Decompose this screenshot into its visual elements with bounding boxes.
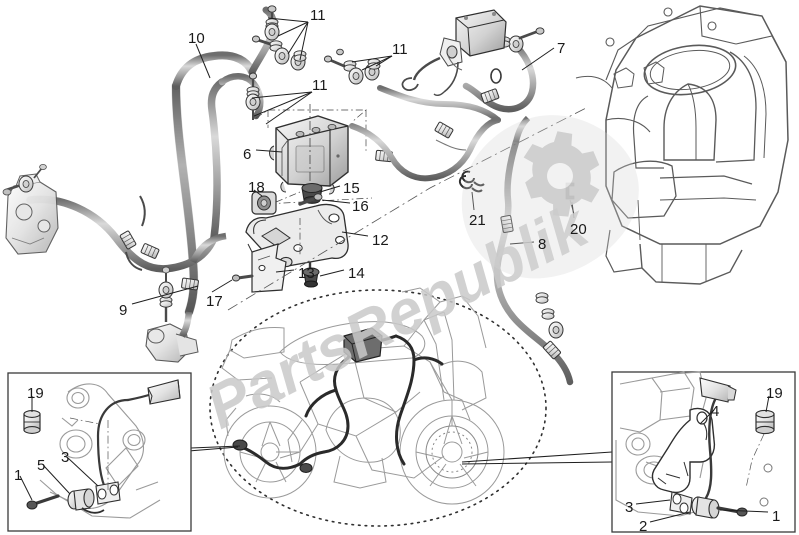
callout-11-b: 11	[392, 41, 408, 58]
part-16-screw	[298, 193, 323, 206]
sensor-connector-right	[699, 377, 731, 403]
part-11-banjo-set-right	[323, 48, 381, 85]
callout-11-a: 11	[310, 7, 326, 24]
callout-21: 21	[469, 212, 486, 229]
callout-4-right: 4	[711, 403, 720, 420]
callout-7: 7	[557, 40, 566, 57]
part-3-sensor-spacer-left	[95, 481, 121, 505]
airbox-tank-cover	[575, 5, 789, 285]
callout-18: 18	[248, 179, 265, 196]
callout-2-right: 2	[639, 518, 648, 535]
part-21-hose-clip	[458, 170, 485, 193]
callout-10: 10	[188, 30, 205, 47]
abs-unit-on-bike	[343, 327, 383, 363]
part-14-rubber-mount-lower	[302, 262, 320, 288]
part-11-banjo-set-middle	[245, 72, 261, 120]
callout-12: 12	[372, 232, 389, 249]
callout-3-right: 3	[625, 499, 634, 516]
motorcycle-illustration	[221, 287, 505, 505]
callout-15: 15	[343, 180, 360, 197]
part-19-clip-right	[755, 409, 775, 435]
detail-callout-ellipse	[209, 289, 547, 527]
part-10-front-brake-hose-upper	[171, 6, 278, 317]
part-8-rear-brake-hose	[493, 115, 574, 386]
inset-right	[611, 371, 796, 533]
part-4-cable-guide	[651, 407, 716, 494]
callout-5-left: 5	[37, 457, 46, 474]
part-3-sensor-spacer-right	[669, 491, 693, 515]
part-2-abs-sensor-rear	[691, 496, 720, 519]
callout-14: 14	[348, 265, 365, 282]
callout-20: 20	[570, 221, 587, 238]
callout-19-right: 19	[766, 385, 783, 402]
part-7-front-brake-hose-master	[462, 27, 545, 113]
part-17-hose-assembly	[179, 232, 227, 338]
front-brake-caliper	[2, 163, 59, 255]
callout-17: 17	[206, 293, 223, 310]
part-17-screw-small	[231, 274, 254, 282]
sensor-connector-left	[147, 379, 181, 405]
part-1-bolt-left	[26, 494, 60, 510]
part-5-abs-sensor-front	[67, 488, 105, 514]
rear-master-cylinder	[145, 266, 199, 363]
front-brake-master-cylinder	[401, 9, 507, 97]
callout-3-left: 3	[61, 449, 70, 466]
callout-19-left: 19	[27, 385, 44, 402]
callout-1-left: 1	[14, 467, 23, 484]
brake-line-upper-run	[349, 85, 501, 182]
callout-1-right: 1	[772, 508, 781, 525]
callout-leader-lines	[131, 17, 575, 305]
callout-13: 13	[298, 265, 315, 282]
callout-16: 16	[352, 198, 369, 215]
part-19-clip-left	[23, 410, 41, 434]
callout-8: 8	[538, 236, 547, 253]
callout-9: 9	[119, 302, 128, 319]
callout-11-c: 11	[312, 77, 328, 94]
sensor-markers-on-bike	[232, 439, 313, 473]
inset-left	[7, 372, 192, 532]
callout-6: 6	[243, 146, 252, 163]
part-18-grommet	[251, 191, 301, 215]
